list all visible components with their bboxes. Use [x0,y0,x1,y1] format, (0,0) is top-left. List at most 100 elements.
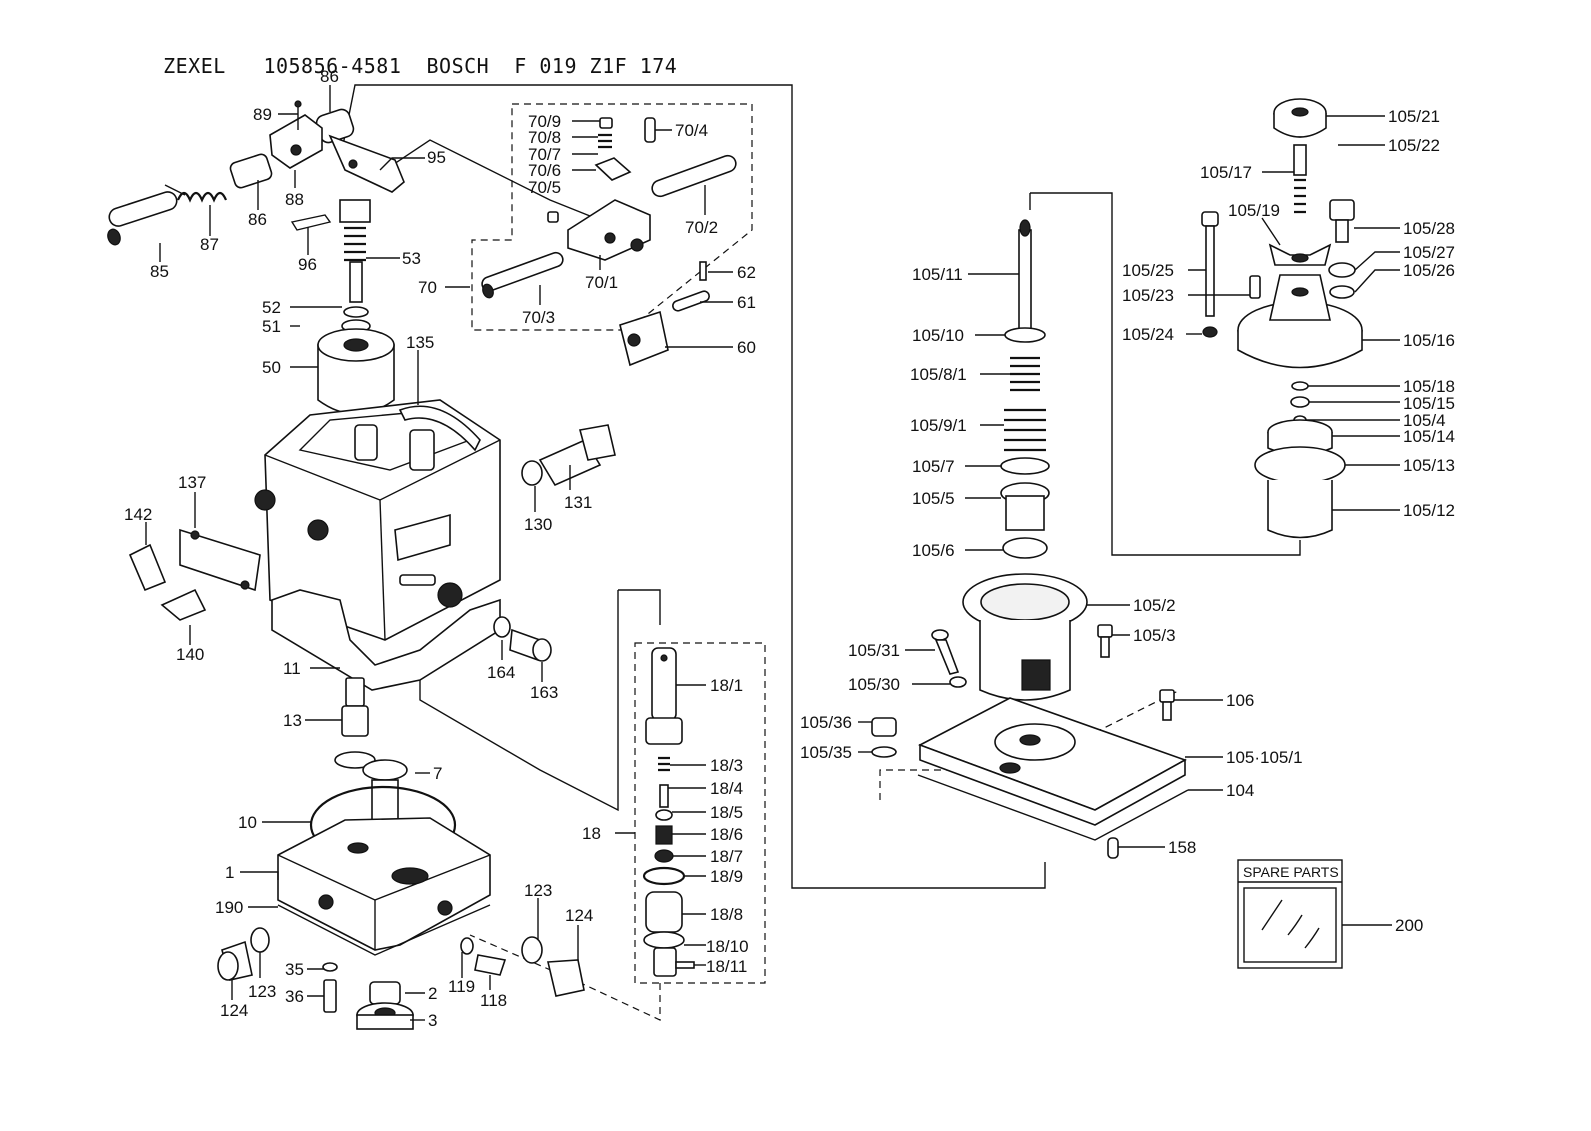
callout-105-21: 105/21 [1388,107,1440,126]
callout-105-8-1: 105/8/1 [910,365,967,384]
callout-96: 96 [298,255,317,274]
rod-53 [339,199,371,333]
callout-105-23: 105/23 [1122,286,1174,305]
callout-1: 1 [225,863,234,882]
grouping-lines [341,84,1301,1021]
callout-105-4: 105/4 [1403,411,1446,430]
bolt-105-25 [1201,211,1219,338]
plug-124-left [217,927,270,981]
callout-18-10: 18/10 [706,937,749,956]
linkage-assembly [107,100,405,415]
washer-105-30 [949,676,967,688]
callout-18-4: 18/4 [710,779,743,798]
callout-135: 135 [406,333,434,352]
base-plate-1 [277,817,491,951]
diaphragm-105 [1254,381,1346,539]
callout-105-27: 105/27 [1403,243,1455,262]
control-shaft-assembly-70 [481,117,737,299]
callout-105-13: 105/13 [1403,456,1455,475]
callout-18-11: 18/11 [706,957,747,976]
leader-lines [145,85,1400,1021]
callout-51: 51 [262,317,281,336]
callout-105-35: 105/35 [800,743,852,762]
lever-95 [328,134,405,193]
callout-105-30: 105/30 [848,675,900,694]
governor-housing [254,399,501,691]
screw-118 [460,937,507,976]
callout-70-9: 70/9 [528,112,561,131]
callout-105-18: 105/18 [1403,377,1455,396]
callout-60: 60 [737,338,756,357]
callout-70-1: 70/1 [585,273,618,292]
callout-2: 2 [428,984,437,1003]
callout-18-5: 18/5 [710,803,743,822]
callout-13: 13 [283,711,302,730]
callout-18: 18 [582,824,601,843]
spring-stack-105 [1000,327,1050,559]
valve-assembly-18 [642,647,695,977]
callout-70-6: 70/6 [528,161,561,180]
callout-124: 124 [220,1001,248,1020]
spare-parts-label: SPARE PARTS [1243,864,1339,880]
callout-89: 89 [253,105,272,124]
title-code1: 105856-4581 [263,54,402,78]
callout-70-4: 70/4 [675,121,708,140]
callout-158: 158 [1168,838,1196,857]
screw-105-23 [1249,275,1261,299]
pin-158 [1107,837,1119,859]
callout-200: 200 [1395,916,1423,935]
screw-106 [1159,689,1175,721]
callout-18-3: 18/3 [710,756,743,775]
callout-140: 140 [176,645,204,664]
gasket-104 [917,774,1189,841]
callout-105-14: 105/14 [1403,427,1455,446]
screw-163 [493,616,552,662]
callout-131: 131 [564,493,592,512]
callout-124-b: 124 [565,906,593,925]
callout-104: 104 [1226,781,1254,800]
callout-105-105-1: 105·105/1 [1226,748,1303,767]
callout-105-19: 105/19 [1228,201,1280,220]
callout-10: 10 [238,813,257,832]
wing-nut-105-19 [1268,243,1332,266]
housing-105-2 [962,573,1088,701]
callout-61: 61 [737,293,756,312]
callout-88: 88 [285,190,304,209]
clip-96 [290,214,332,231]
title-code2: F 019 Z1F 174 [514,54,678,78]
callout-123: 123 [248,982,276,1001]
callout-105-16: 105/16 [1403,331,1455,350]
callout-105-36: 105/36 [800,713,852,732]
callout-95: 95 [427,148,446,167]
callout-labels: 86 89 95 88 86 87 85 96 53 52 51 50 135 … [124,67,1455,1030]
callout-18-9: 18/9 [710,867,743,886]
plug-131 [521,424,616,487]
callout-105-2: 105/2 [1133,596,1176,615]
bearing-2-3 [356,981,414,1030]
housing-105-16 [1237,274,1363,369]
callout-130: 130 [524,515,552,534]
callout-3: 3 [428,1011,437,1030]
callout-105-25: 105/25 [1122,261,1174,280]
callout-164: 164 [487,663,515,682]
screw-36 [322,962,338,1013]
callout-18-8: 18/8 [710,905,743,924]
callout-70-8: 70/8 [528,128,561,147]
link-60-61-62 [619,261,710,367]
lever-140 [160,588,207,621]
callout-105-12: 105/12 [1403,501,1455,520]
spring-87 [164,184,228,203]
lever-142 [128,543,167,592]
callout-35: 35 [285,960,304,979]
callout-18-1: 18/1 [710,676,743,695]
callout-53: 53 [402,249,421,268]
callout-105-11: 105/11 [912,265,963,284]
plate-137 [179,528,261,592]
spare-parts-box: SPARE PARTS [1237,859,1392,969]
lever-88 [269,100,323,169]
callout-123-b: 123 [524,881,552,900]
callout-105-7: 105/7 [912,457,955,476]
callout-105-26: 105/26 [1403,261,1455,280]
plug-124-right [521,936,585,997]
cover-plate-105 [918,697,1187,826]
